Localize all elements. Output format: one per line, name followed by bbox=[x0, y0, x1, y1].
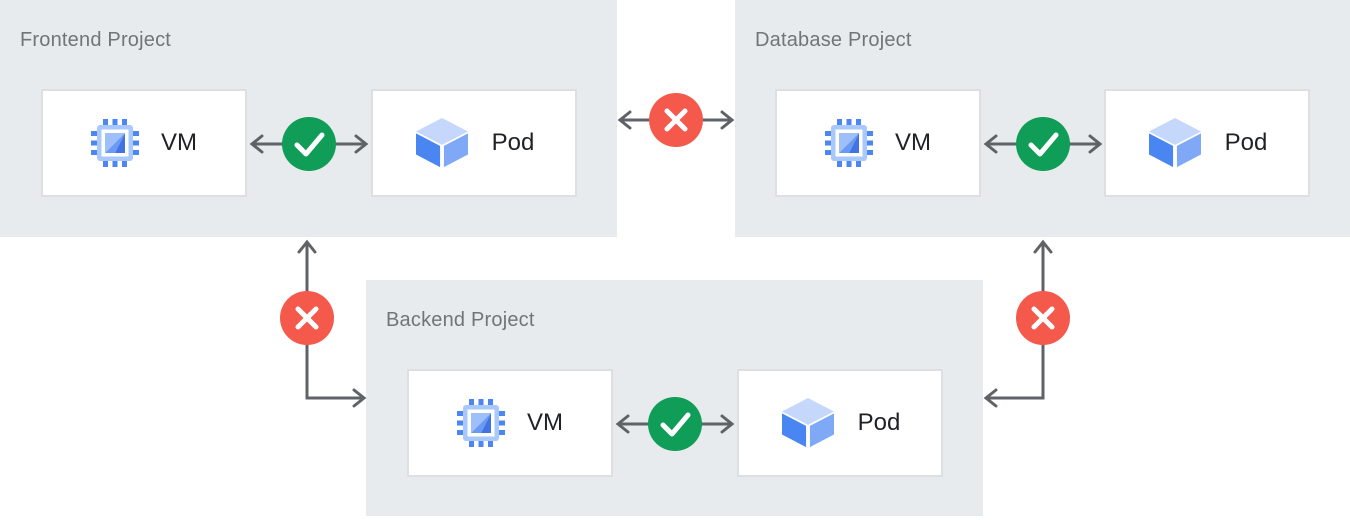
frontend-vm-node: VM bbox=[41, 89, 247, 197]
arrow-left-icon bbox=[983, 388, 998, 408]
backend-pod-node: Pod bbox=[737, 369, 943, 477]
vm-chip-icon bbox=[825, 119, 873, 167]
x-icon bbox=[295, 306, 319, 330]
node-label: Pod bbox=[1224, 129, 1268, 156]
pod-cube-icon bbox=[1148, 117, 1201, 168]
arrow-right-icon bbox=[720, 110, 735, 130]
node-label: Pod bbox=[857, 409, 901, 436]
node-label: Pod bbox=[491, 129, 535, 156]
pod-cube-icon bbox=[415, 117, 468, 168]
panel-database-project: Database Project VM bbox=[735, 0, 1350, 237]
x-icon bbox=[1031, 306, 1055, 330]
arrow-up-icon bbox=[1033, 239, 1053, 254]
backend-vm-node: VM bbox=[407, 369, 613, 477]
arrow-left-icon bbox=[617, 110, 632, 130]
connector-frontend-backend-blocked bbox=[280, 239, 367, 408]
vm-chip-icon bbox=[91, 119, 139, 167]
node-label: VM bbox=[527, 409, 563, 436]
database-vm-node: VM bbox=[775, 89, 981, 197]
panel-frontend-project: Frontend Project VM bbox=[0, 0, 617, 237]
blocked-badge bbox=[649, 93, 703, 147]
pod-cube-icon bbox=[781, 397, 834, 448]
database-pod-node: Pod bbox=[1104, 89, 1310, 197]
panel-title-frontend: Frontend Project bbox=[20, 29, 172, 51]
node-label: VM bbox=[161, 129, 197, 156]
arrow-up-icon bbox=[297, 239, 317, 254]
x-icon bbox=[664, 108, 688, 132]
frontend-pod-node: Pod bbox=[371, 89, 577, 197]
panel-title-database: Database Project bbox=[755, 29, 912, 51]
connector-frontend-database-blocked bbox=[617, 93, 735, 147]
node-label: VM bbox=[895, 129, 931, 156]
connector-database-backend-blocked bbox=[983, 239, 1070, 408]
panel-title-backend: Backend Project bbox=[386, 309, 535, 331]
arrow-right-icon bbox=[352, 388, 367, 408]
panel-backend-project: Backend Project VM bbox=[366, 280, 983, 516]
vm-chip-icon bbox=[457, 399, 505, 447]
blocked-badge bbox=[280, 291, 334, 345]
blocked-badge bbox=[1016, 291, 1070, 345]
